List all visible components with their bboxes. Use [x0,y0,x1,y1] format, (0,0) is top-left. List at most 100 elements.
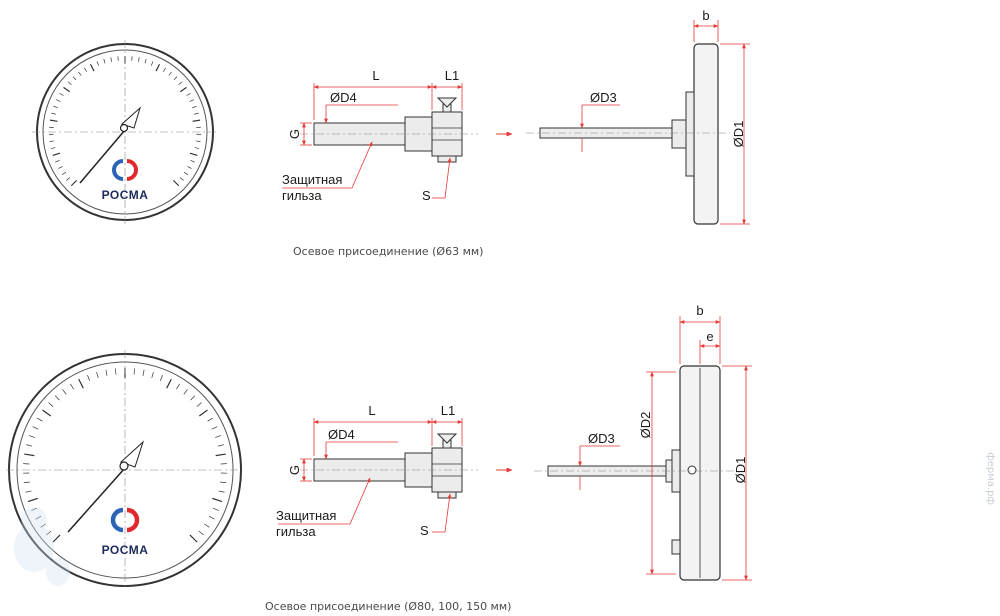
gauge-brand-text: РОСМА [102,188,149,202]
label-sleeve-line2: гильза [282,188,322,203]
dial-tick [162,67,167,72]
gauge-dial-small: РОСМА [32,40,218,224]
dial-tick [204,523,210,528]
dial-tick [187,166,192,169]
dial-tick [168,71,172,76]
dial-tick [51,112,56,115]
dial-tick [192,105,197,109]
gauge-pointer [67,440,145,533]
dial-tick [195,140,201,142]
dial-tick [172,179,180,187]
dial-tick [78,71,82,76]
dial-tick [96,371,99,379]
dial-tick [31,507,38,511]
dial-tick [183,389,188,395]
gauge-brand-text: РОСМА [102,543,149,557]
label-D2: ØD2 [638,412,653,439]
dial-tick [142,369,145,376]
dial-tick [212,497,223,503]
dial-tick [66,177,71,181]
dial-tick [27,497,38,503]
dial-tick [72,76,77,81]
dimensions-profile-top: ØD3 b ØD1 [580,8,750,225]
dial-tick [155,64,161,72]
label-D1: ØD1 [731,121,746,148]
label-b: b [696,303,703,318]
sleeve-assembly-top [300,97,513,163]
dial-tick [133,368,135,375]
dial-scale-ticks [23,368,227,543]
dial-tick [24,453,35,457]
dial-tick [52,534,61,543]
dial-tick [89,64,95,72]
dial-tick [159,375,163,381]
dial-tick [87,375,91,381]
dial-tick [173,76,178,81]
dial-tick [189,99,194,102]
label-L: L [372,68,379,83]
dial-tick [52,152,61,157]
label-D4: ØD4 [328,427,355,442]
watermark-text: ферма.рф [985,452,996,505]
dial-tick [49,140,55,142]
dial-tick [192,119,201,122]
dial-tick [62,389,67,395]
dial-tick [218,490,225,493]
gauge-profile-bottom [534,365,735,581]
dial-tick [215,453,226,457]
dimensions-profile-bottom: ØD3 b e ØD2 ØD1 [578,303,752,581]
dial-tick [56,99,61,102]
dial-tick [198,530,204,536]
dial-tick [189,534,198,543]
label-S: S [420,523,429,538]
dial-tick [144,58,147,64]
gauge-dial-large: РОСМА [6,350,244,590]
rosma-logo-icon [112,159,138,181]
dial-tick [48,402,54,407]
dial-tick [189,152,198,157]
gauge-pointer [79,106,141,184]
label-sleeve-line1: Защитная [276,508,336,523]
label-D1: ØD1 [733,457,748,484]
dial-tick [198,409,208,417]
dial-tick [55,160,60,163]
label-L1: L1 [445,68,459,83]
dial-tick [208,515,215,520]
dial-tick [151,371,154,379]
sleeve-assembly-bottom [300,433,513,499]
dial-tick [26,444,33,447]
dial-tick [215,435,222,438]
dial-tick [37,417,43,422]
dial-tick [67,81,72,86]
dial-tick [176,383,180,390]
label-G: G [287,465,302,475]
dial-tick [110,57,112,62]
dial-tick [105,369,108,376]
dial-tick [53,105,58,109]
dial-tick [32,426,39,430]
dial-tick [179,86,187,93]
dial-tick [50,147,56,149]
dial-tick [96,61,100,66]
label-L: L [368,403,375,418]
dial-tick [150,61,154,66]
dial-tick [194,147,200,149]
dial-tick [179,177,184,181]
label-D3: ØD3 [588,431,615,446]
dial-tick [70,179,78,187]
dial-tick [63,86,71,93]
dial-tick [46,530,52,536]
label-S: S [422,188,431,203]
dial-tick [220,481,227,484]
label-sleeve-line2: гильза [276,524,316,539]
label-G: G [287,129,302,139]
dial-tick [212,507,219,511]
dimensions-sleeve-bottom: L L1 ØD4 G Защитная гильза S [276,403,463,539]
label-b: b [702,8,709,23]
dial-tick [58,166,63,169]
dial-tick [40,523,46,528]
dimensions-sleeve-top: L L1 ØD4 G Защитная гильза S [282,68,463,203]
dial-tick [103,58,106,64]
dial-tick [25,490,32,493]
dial-tick [190,160,195,163]
